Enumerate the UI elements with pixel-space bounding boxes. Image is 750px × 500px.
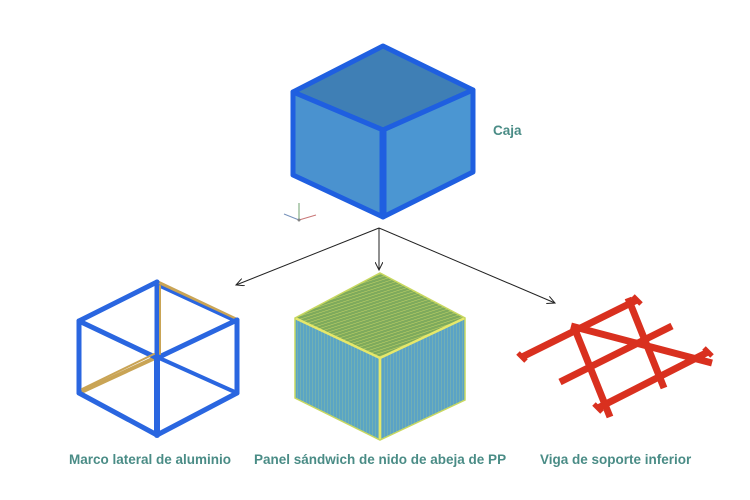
assembled-box [290,43,476,220]
label-support-beam: Viga de soporte inferior [540,452,692,467]
explode-arrows [236,227,555,303]
honeycomb-panel-box [294,272,466,441]
arrow-to-beam [378,227,555,303]
label-box: Caja [493,123,522,138]
label-aluminium-frame: Marco lateral de aluminio [69,452,232,467]
aluminium-frame [76,279,240,438]
support-beam-grid [516,294,714,419]
label-honeycomb-panel: Panel sándwich de nido de abeja de PP [254,452,507,467]
arrow-to-frame [236,227,380,285]
axis-triad-icon [283,203,317,222]
